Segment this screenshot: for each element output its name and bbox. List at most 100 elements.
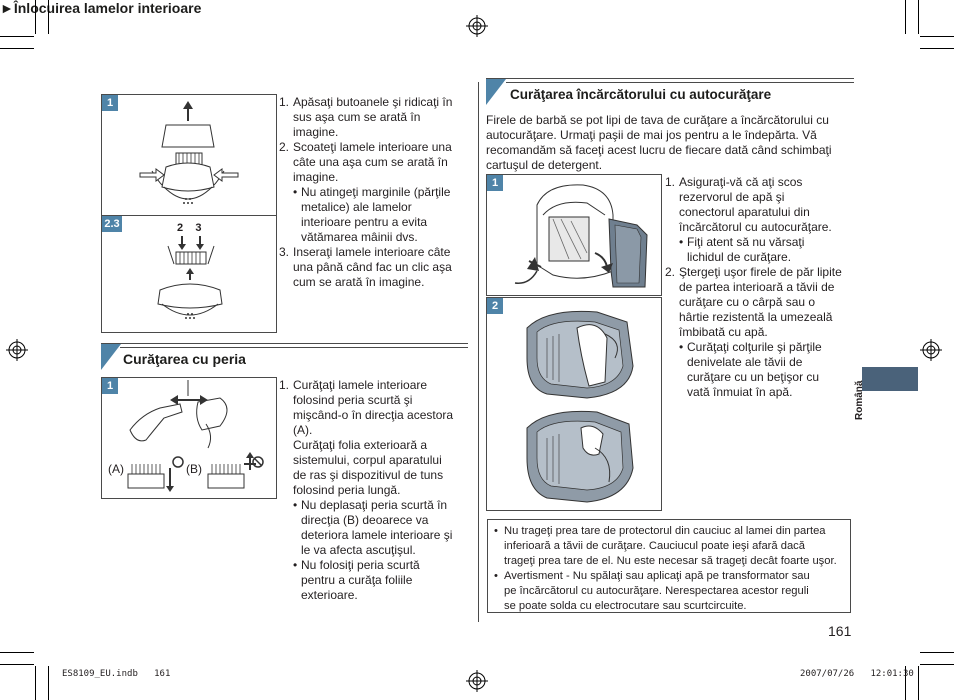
crop-mark	[920, 36, 954, 37]
shaver-head-insertion-illustration	[157, 236, 223, 319]
note-item: • Avertisment - Nu spălaţi sau aplicaţi …	[492, 569, 846, 614]
step-sub-bullet: • Fiţi atent să nu vărsaţi lichidul de c…	[679, 235, 855, 265]
section-rule	[506, 82, 854, 83]
step-sub-bullet: • Nu deplasaţi peria scurtă în direcţia …	[293, 498, 469, 558]
charger-intro: Firele de barbă se pot lipi de tava de c…	[486, 113, 856, 173]
note-line: Avertisment - Nu spălaţi sau aplicaţi ap…	[504, 570, 810, 582]
step-number: 1.	[279, 378, 290, 392]
charger-steps: 1. Asiguraţi-vă că aţi scos rezervorul d…	[665, 175, 855, 400]
sub-line: exterioare.	[301, 588, 358, 602]
caution-notes-box: • Nu trageţi prea tare de protectorul di…	[487, 519, 851, 613]
note-line: trageţi prea tare de el. Nu este necesar…	[504, 555, 837, 567]
step-line: încărcătorul cu autocurăţare.	[679, 220, 832, 234]
step-number: 2.	[665, 265, 676, 279]
step-line: conectorul aparatului din	[679, 205, 810, 219]
note-line: se poate solda cu electrocutare sau scur…	[504, 600, 747, 612]
step-line: mişcând-o în direcţia acestora	[293, 408, 454, 422]
crop-mark	[920, 48, 954, 49]
step-2: 2. Ştergeţi uşor firele de păr lipite de…	[665, 265, 855, 400]
section-rule	[120, 347, 468, 348]
step-line: folosind peria scurtă şi	[293, 393, 413, 407]
figure-number: 1	[487, 175, 503, 191]
bullet: •	[679, 235, 684, 249]
language-tab	[862, 367, 918, 391]
step-line: curăţare cu o cârpă sau o	[679, 295, 816, 309]
page-number: 161	[828, 623, 852, 639]
intro-line: autocurăţare. Urmaţi paşii de mai jos pe…	[486, 128, 817, 142]
figure-step-numbers: 2 3	[177, 222, 202, 234]
figure-brush-cleaning: 1 (A) (B)	[101, 377, 277, 499]
step-line: hârtie rezistentă la umezeală	[679, 310, 833, 324]
sub-line: Nu deplasaţi peria scurtă în	[301, 498, 448, 512]
step-1: 1. Asiguraţi-vă că aţi scos rezervorul d…	[665, 175, 855, 265]
note-line: pe încărcătorul cu autocurăţare. Nerespe…	[504, 585, 809, 597]
step-line: Asiguraţi-vă că aţi scos	[679, 175, 803, 189]
registration-mark-icon	[466, 15, 488, 37]
sub-line: interioare pentru a evita	[301, 215, 428, 229]
step-line: folosind peria lungă.	[293, 483, 401, 497]
section-triangle	[486, 79, 506, 105]
step-line: imagine.	[293, 125, 339, 139]
step-line: de partea interioară a tăvii de	[679, 280, 835, 294]
sub-line: curăţare cu un beţişor cu	[687, 370, 820, 384]
crop-mark	[35, 666, 36, 700]
sub-line: Nu atingeţi marginile (părţile	[301, 185, 451, 199]
step-line: Inseraţi lamele interioare câte	[293, 245, 451, 259]
sub-line: deteriora lamele interioare şi	[301, 528, 453, 542]
crop-mark	[0, 664, 34, 665]
figure-insert-blades: 2.3 2 3	[101, 215, 277, 333]
brush-steps: 1. Curăţaţi lamele interioare folosind p…	[279, 378, 469, 603]
charger-tank-removal-illustration	[514, 184, 648, 288]
step-line: (A).	[293, 423, 313, 437]
step-line: cum se arată în imagine.	[293, 275, 425, 289]
crop-mark	[35, 0, 36, 34]
step-line: Scoateţi lamele interioare una	[293, 140, 452, 154]
step-sub-bullet: • Nu atingeţi marginile (părţile metalic…	[293, 185, 469, 245]
bullet: •	[293, 185, 298, 199]
tray-wiping-illustration	[526, 310, 634, 503]
shaver-head-removal-illustration	[139, 101, 239, 204]
crop-mark	[918, 0, 919, 34]
crop-mark	[0, 48, 34, 49]
sub-line: direcţia (B) deoarece va	[301, 513, 429, 527]
language-label: Română	[854, 380, 865, 420]
bullet: •	[494, 570, 498, 582]
crop-mark	[0, 652, 34, 653]
sub-line: Fiţi atent să nu vărsaţi	[687, 235, 805, 249]
sub-line: metalice) ale lamelor	[301, 200, 412, 214]
section-title-brush: Curăţarea cu peria	[123, 351, 246, 367]
step-number: 3.	[279, 245, 290, 259]
column-divider	[478, 82, 479, 622]
step-line: rezervorul de apă şi	[679, 190, 785, 204]
brush-cleaning-illustration	[127, 380, 264, 492]
step-line: una până când fac un clic aşa	[293, 260, 452, 274]
step-line: de ras şi dispozitivul de tuns	[293, 468, 444, 482]
step-line: Curăţaţi folia exterioară a	[293, 438, 428, 452]
section-title-charger: Curăţarea încărcătorului cu autocurăţare	[510, 87, 772, 102]
step-line: Curăţaţi lamele interioare	[293, 378, 428, 392]
note-item: • Nu trageţi prea tare de protectorul di…	[492, 524, 846, 569]
step-line: Ştergeţi uşor firele de păr lipite	[679, 265, 842, 279]
step-number: 1.	[665, 175, 676, 189]
bullet: •	[293, 498, 298, 512]
registration-mark-icon	[466, 670, 488, 692]
step-line: câte una aşa cum se arată în	[293, 155, 448, 169]
step-line: sus aşa cum se arată în	[293, 110, 421, 124]
bullet: •	[494, 525, 498, 537]
step-number: 1.	[279, 95, 290, 109]
section-rule	[101, 343, 468, 344]
figure-number: 2.3	[102, 216, 122, 232]
replace-blades-steps: 1. Apăsaţi butoanele şi ridicaţi în sus …	[279, 95, 469, 290]
step-line: imagine.	[293, 170, 339, 184]
crop-mark	[918, 666, 919, 700]
note-line: Nu trageţi prea tare de protectorul din …	[504, 525, 826, 537]
step-sub-bullet: • Curăţaţi colţurile şi părţile denivela…	[679, 340, 855, 400]
step-line: sistemului, corpul aparatului	[293, 453, 442, 467]
sub-line: vătămarea mâinii dvs.	[301, 230, 418, 244]
sub-line: Curăţaţi colţurile şi părţile	[687, 340, 822, 354]
sub-line: le va afecta ascuţişul.	[301, 543, 416, 557]
crop-mark	[905, 666, 906, 700]
sub-line: pentru a curăţa foliile	[301, 573, 413, 587]
sub-line: vată înmuiat în apă.	[687, 385, 793, 399]
figure-number: 1	[102, 378, 118, 394]
